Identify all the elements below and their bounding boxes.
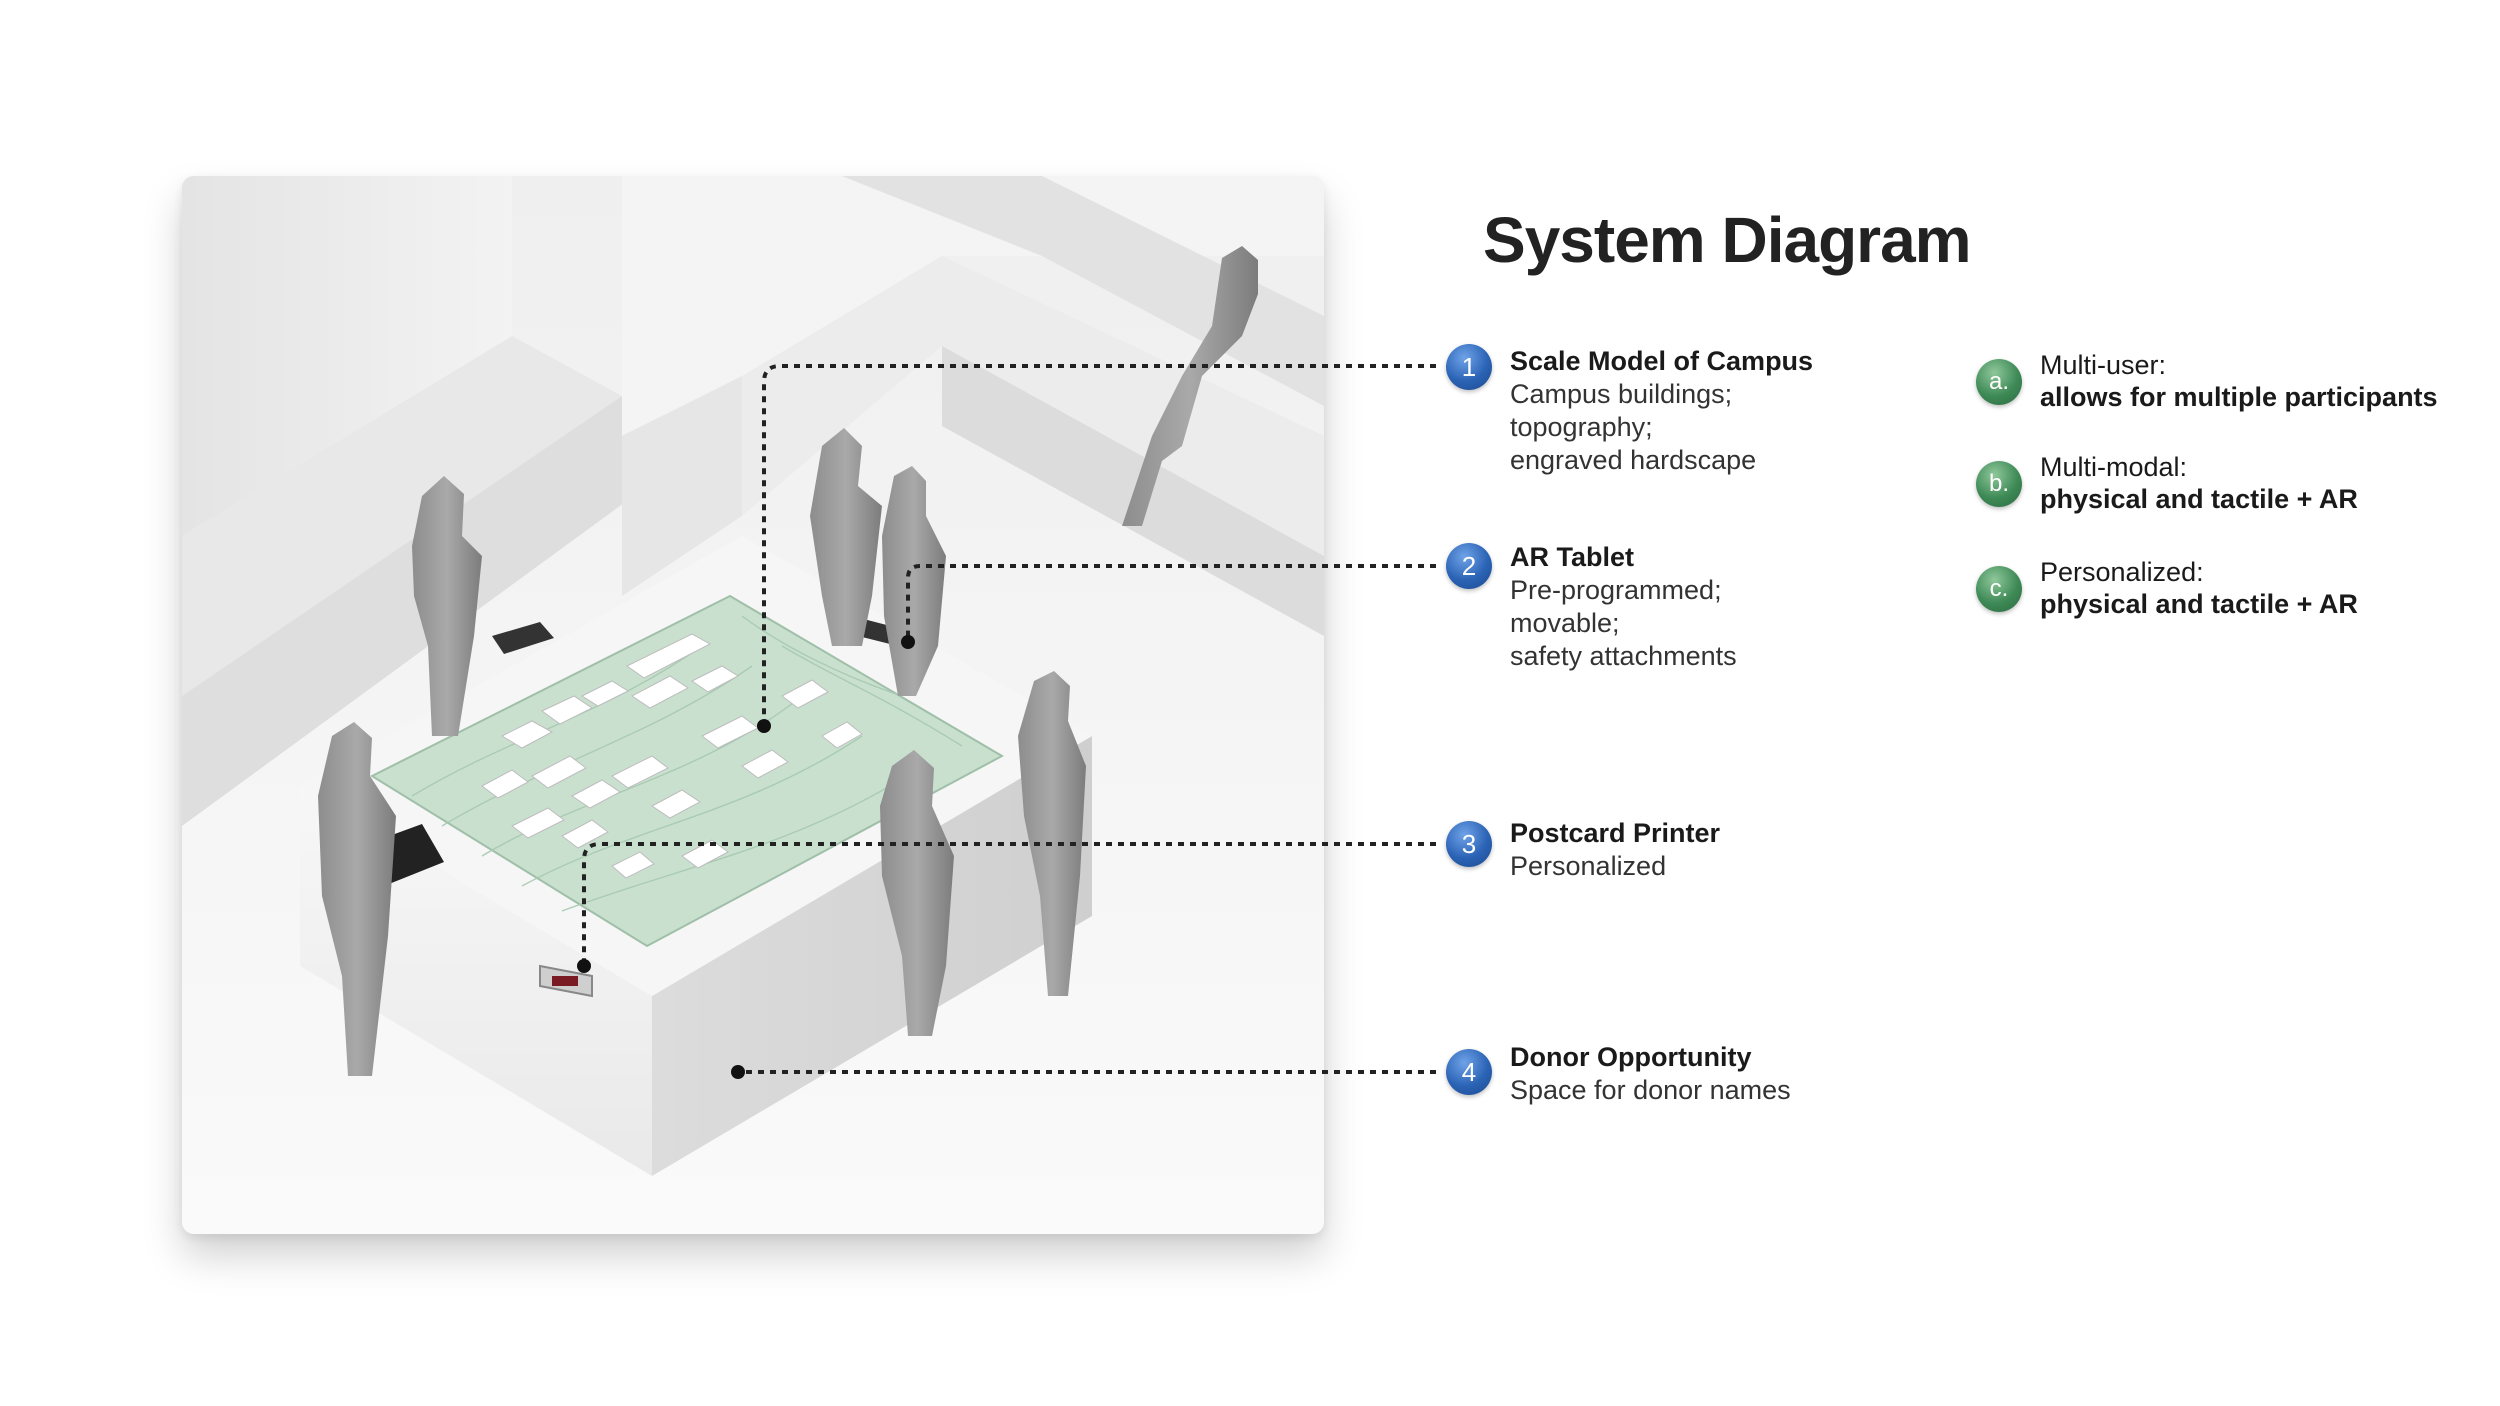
feature-detail: physical and tactile + AR [2040, 484, 2358, 514]
component-title: Scale Model of Campus [1510, 346, 1814, 376]
component-donor-opportunity: Donor Opportunity Space for donor names [1510, 1041, 1791, 1107]
marker-3-badge: 3 [1446, 821, 1492, 867]
component-line: engraved hardscape [1510, 445, 1757, 475]
component-line: safety attachments [1510, 641, 1737, 671]
feature-title: Multi-modal: [2040, 452, 2188, 482]
feature-title: Multi-user: [2040, 350, 2167, 380]
feature-detail: allows for multiple participants [2040, 382, 2438, 412]
marker-a-badge: a. [1976, 359, 2022, 405]
feature-multi-user: Multi-user: allows for multiple particip… [2040, 349, 2438, 413]
component-line: Space for donor names [1510, 1075, 1791, 1105]
component-ar-tablet: AR Tablet Pre-programmed; movable; safet… [1510, 541, 1737, 673]
left-wall [182, 176, 512, 536]
marker-4-badge: 4 [1446, 1049, 1492, 1095]
marker-c-badge: c. [1976, 566, 2022, 612]
component-line: Personalized [1510, 851, 1667, 881]
component-title: Donor Opportunity [1510, 1042, 1752, 1072]
marker-1-badge: 1 [1446, 344, 1492, 390]
component-line: movable; [1510, 608, 1620, 638]
marker-2-badge: 2 [1446, 543, 1492, 589]
component-title: AR Tablet [1510, 542, 1635, 572]
feature-multi-modal: Multi-modal: physical and tactile + AR [2040, 451, 2358, 515]
feature-title: Personalized: [2040, 557, 2204, 587]
component-scale-model: Scale Model of Campus Campus buildings; … [1510, 345, 1813, 477]
component-line: topography; [1510, 412, 1653, 442]
component-title: Postcard Printer [1510, 818, 1721, 848]
component-line: Campus buildings; [1510, 379, 1733, 409]
marker-b-badge: b. [1976, 461, 2022, 507]
tablet-back-left [492, 622, 554, 654]
feature-personalized: Personalized: physical and tactile + AR [2040, 556, 2358, 620]
feature-detail: physical and tactile + AR [2040, 589, 2358, 619]
component-line: Pre-programmed; [1510, 575, 1722, 605]
component-postcard-printer: Postcard Printer Personalized [1510, 817, 1720, 883]
system-illustration [182, 176, 1324, 1234]
page-title: System Diagram [1483, 204, 1972, 276]
